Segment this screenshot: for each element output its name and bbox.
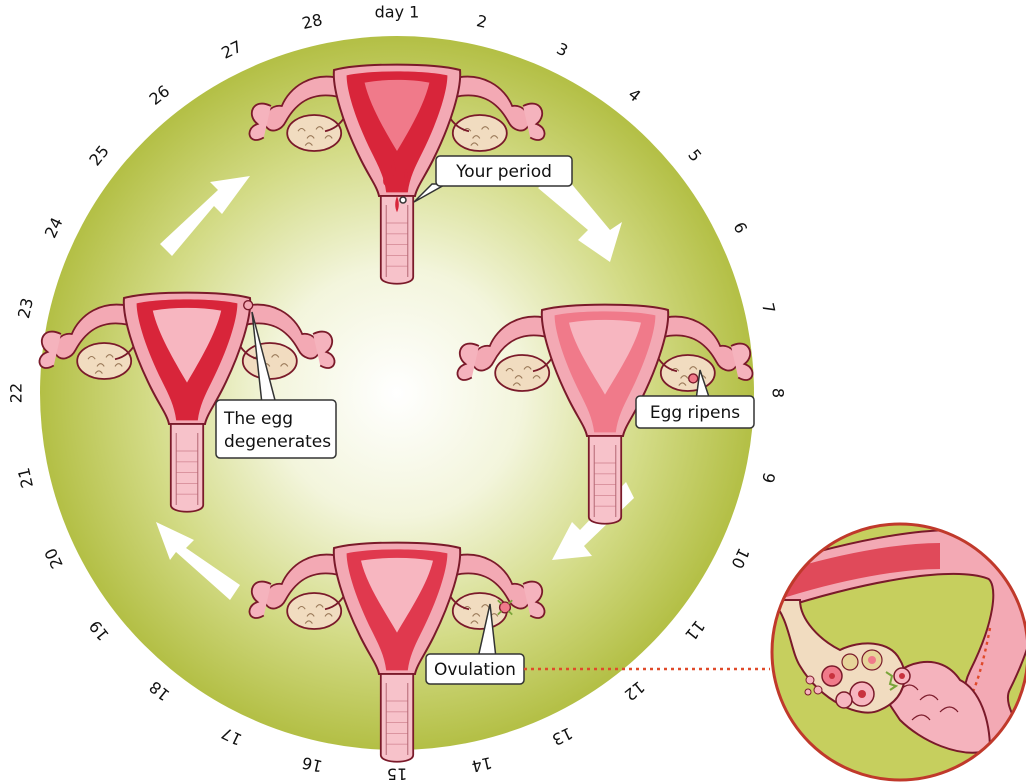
day-label-2: 2 [475,11,489,32]
day-label-4: 4 [625,85,645,106]
day-label-1: day 1 [375,3,420,22]
day-label-20: 20 [41,545,67,572]
day-label-8: 8 [769,388,788,398]
day-label-24: 24 [41,214,67,241]
day-label-10: 10 [727,545,753,572]
day-label-22: 22 [7,383,26,403]
degenerating-egg [244,301,253,310]
day-label-21: 21 [14,466,37,490]
day-label-5: 5 [684,146,705,166]
callout-ripens-text: Egg ripens [650,403,740,423]
day-label-6: 6 [730,219,752,236]
day-label-16: 16 [300,753,324,776]
day-label-15: 15 [387,765,407,784]
day-label-14: 14 [470,753,494,776]
callout-degenerates-line2: degenerates [224,432,331,452]
day-label-7: 7 [758,301,779,315]
day-label-28: 28 [300,10,324,33]
ripening-egg [689,374,698,383]
day-label-9: 9 [758,471,779,485]
callout-period-text: Your period [455,162,552,182]
day-label-13: 13 [549,723,576,749]
ovulation-inset [772,524,1026,780]
day-label-3: 3 [554,39,571,61]
day-label-23: 23 [14,296,37,320]
callout-degenerates-line1: The egg [223,409,293,429]
day-label-17: 17 [218,723,245,749]
callout-ovulation-text: Ovulation [434,660,516,680]
day-label-27: 27 [218,37,245,63]
